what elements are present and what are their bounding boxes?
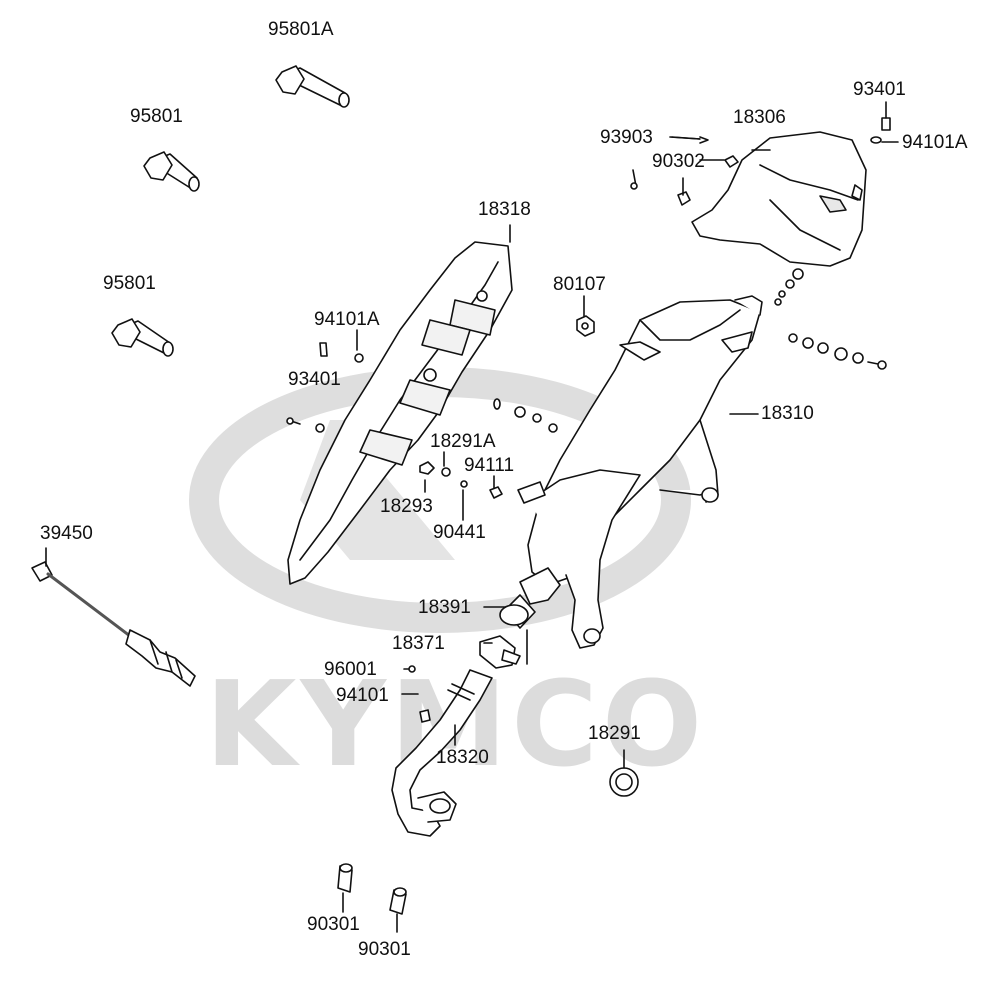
small-bolts-pipe-icon <box>401 665 419 695</box>
screw-93401-left-icon <box>286 342 364 433</box>
label-95801-mid: 95801 <box>103 273 156 294</box>
label-90301-right: 90301 <box>358 939 411 960</box>
oxygen-sensor-39450-icon <box>31 561 196 687</box>
muffler-18310-icon <box>517 295 763 649</box>
label-93401-right: 93401 <box>853 79 906 100</box>
pipe-joint-18391-icon <box>499 567 561 629</box>
label-18320: 18320 <box>436 747 489 768</box>
label-39450: 39450 <box>40 523 93 544</box>
label-90441: 90441 <box>433 522 486 543</box>
label-18291: 18291 <box>588 723 641 744</box>
stud-90301-right-icon <box>389 887 407 915</box>
label-18318: 18318 <box>478 199 531 220</box>
stud-90301-left-icon <box>337 863 353 893</box>
nut-80107-icon <box>576 315 595 337</box>
bolt-95801a-icon <box>275 65 350 108</box>
bolt-95801-top-icon <box>143 151 200 192</box>
label-18291a: 18291A <box>430 431 496 452</box>
label-94101: 94101 <box>336 685 389 706</box>
label-18293: 18293 <box>380 496 433 517</box>
label-18306: 18306 <box>733 107 786 128</box>
label-18371: 18371 <box>392 633 445 654</box>
label-90301-left: 90301 <box>307 914 360 935</box>
label-94101a-left: 94101A <box>314 309 380 330</box>
label-18310: 18310 <box>761 403 814 424</box>
label-93903: 93903 <box>600 127 653 148</box>
gasket-18291-icon <box>609 767 639 797</box>
label-95801a: 95801A <box>268 19 334 40</box>
muffler-cover-18306-icon <box>691 131 867 267</box>
label-95801-top: 95801 <box>130 106 183 127</box>
leader-lines <box>45 101 899 933</box>
label-93401-left: 93401 <box>288 369 341 390</box>
bolt-95801-mid-icon <box>111 318 174 357</box>
heat-shield-18318-icon <box>287 241 513 585</box>
label-94111: 94111 <box>464 455 515 476</box>
label-80107: 80107 <box>553 274 606 295</box>
label-18391: 18391 <box>418 597 471 618</box>
washer-row-center-icon <box>419 398 558 499</box>
exhaust-pipe-18320-icon <box>391 669 493 837</box>
label-94101a-right: 94101A <box>902 132 968 153</box>
clamp-18371-icon <box>479 635 521 669</box>
label-96001: 96001 <box>324 659 377 680</box>
label-90302: 90302 <box>652 151 705 172</box>
washer-row-right-icon <box>774 268 887 370</box>
